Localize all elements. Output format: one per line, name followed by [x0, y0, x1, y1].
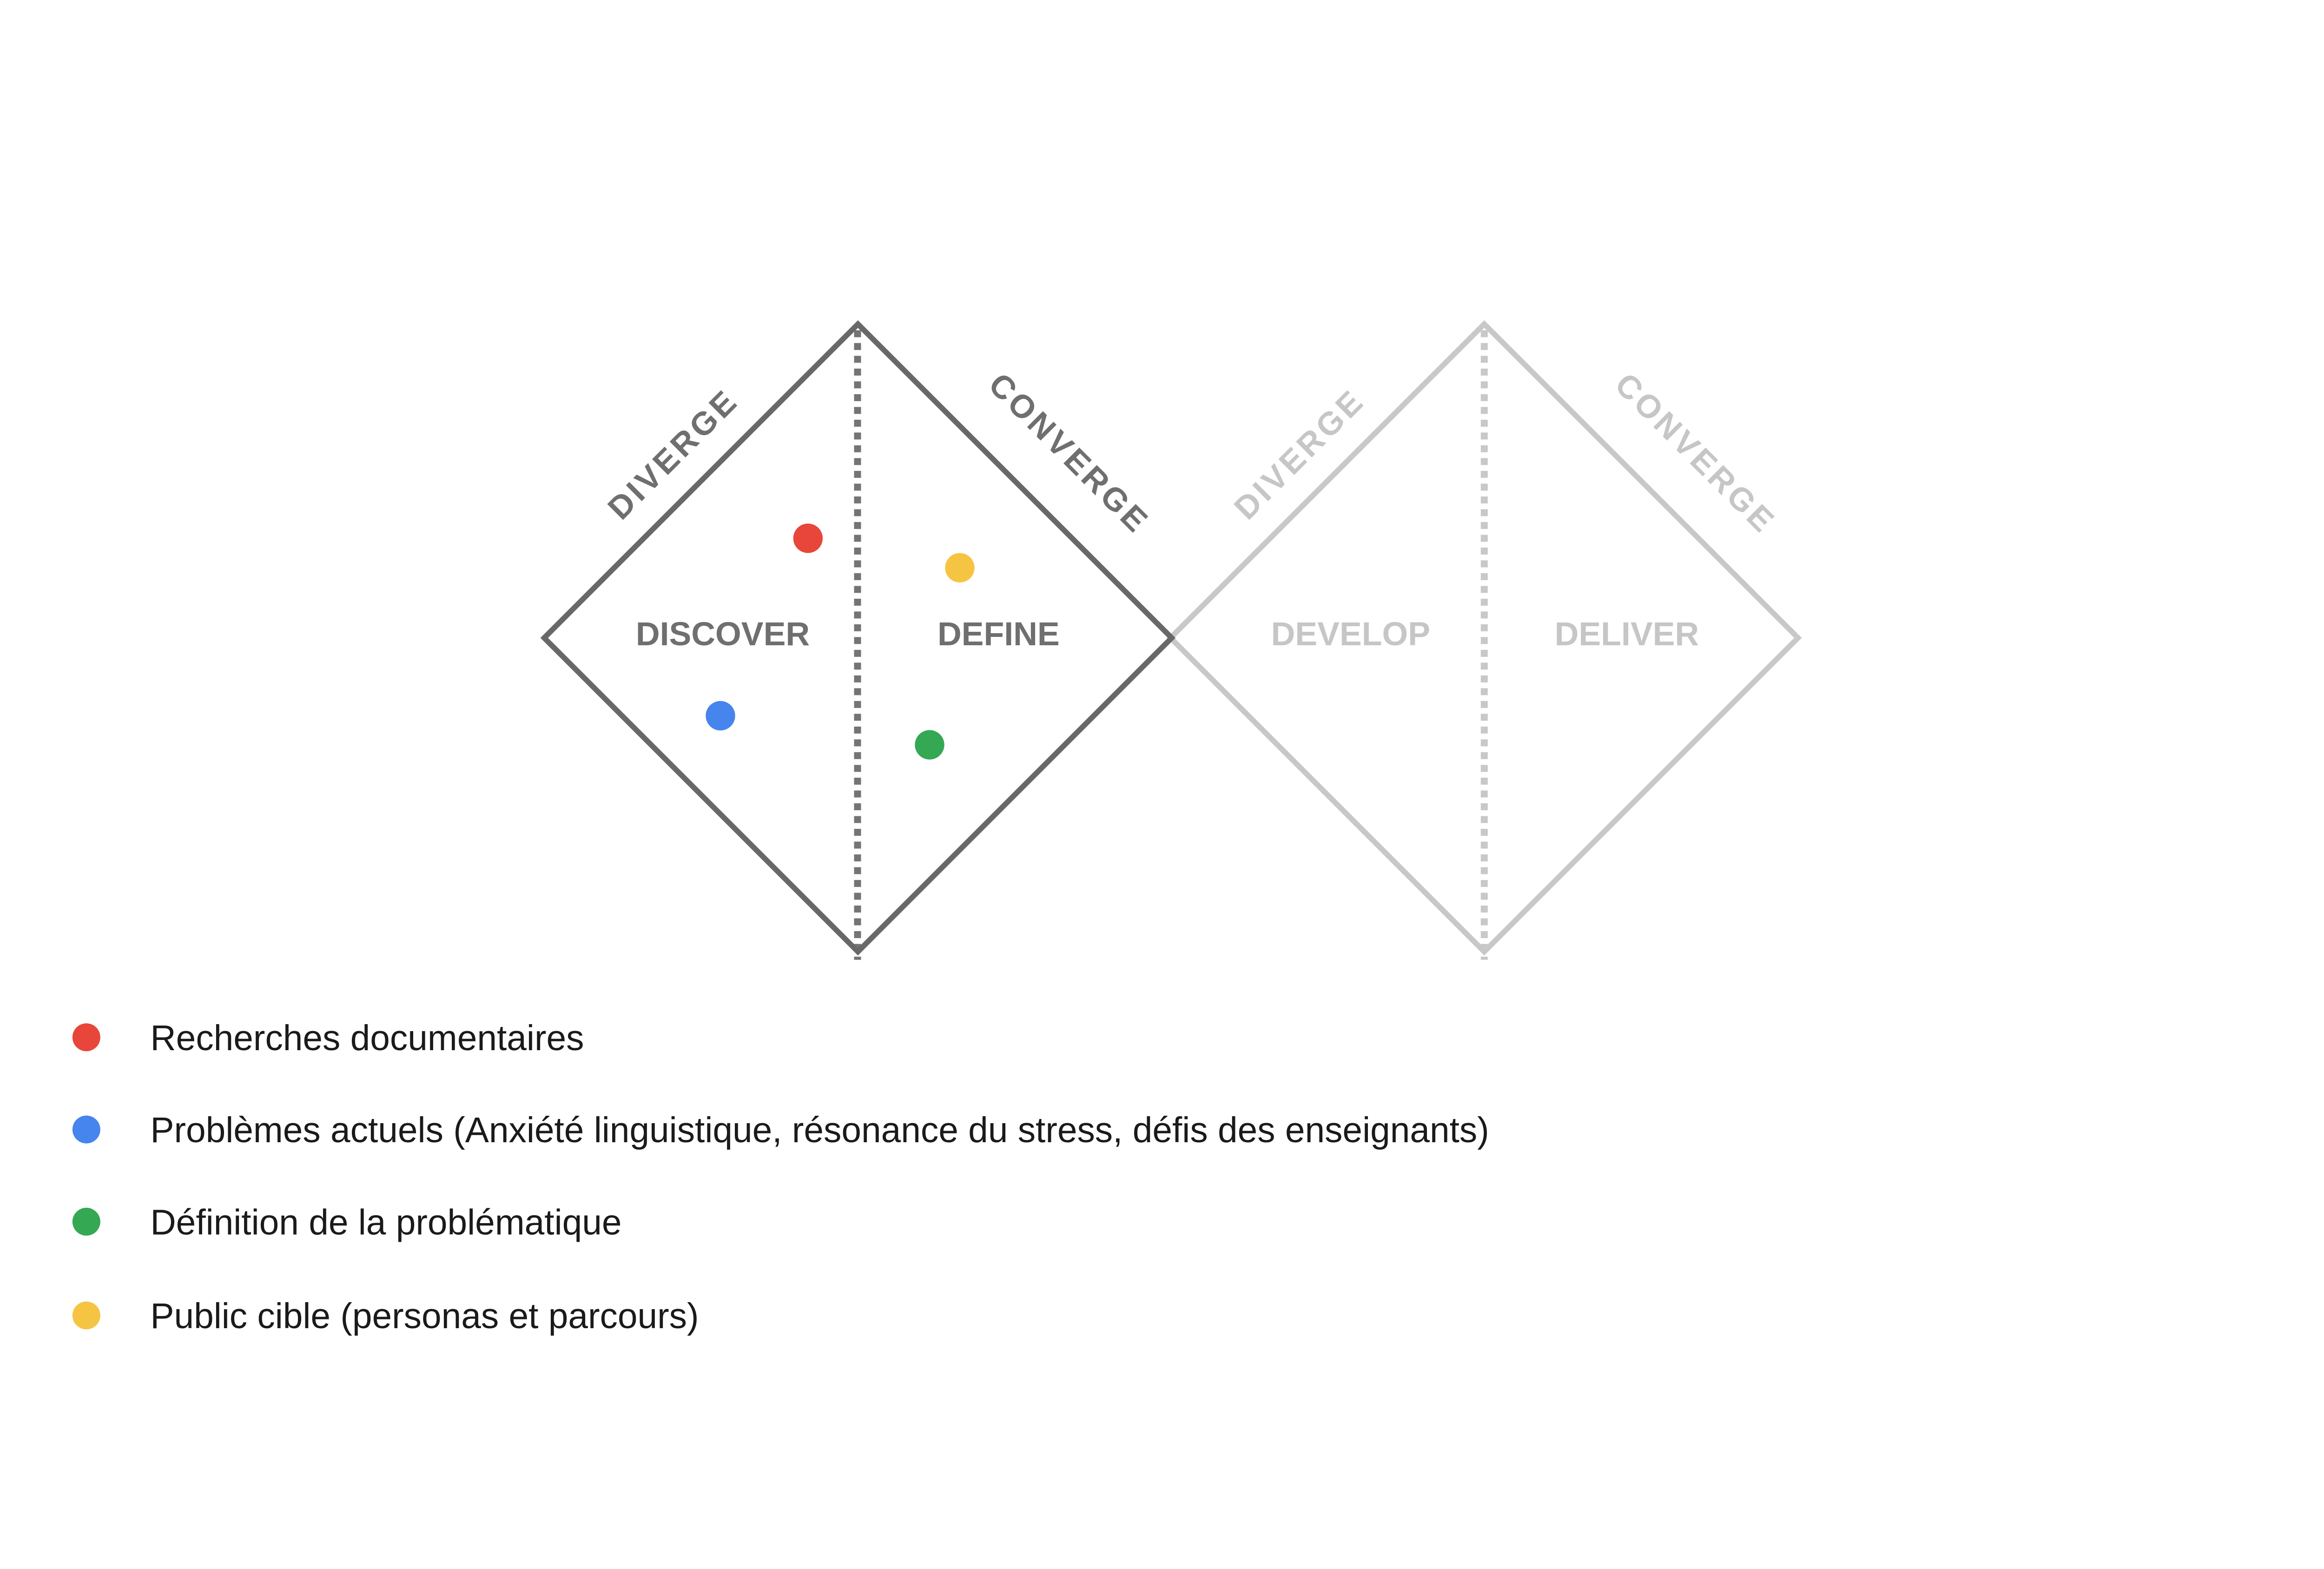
phase-discover-label: DISCOVER [636, 616, 810, 653]
legend-dot-red [72, 1023, 100, 1052]
left-diverge-label: DIVERGE [601, 382, 746, 526]
right-converge-label: CONVERGE [1608, 366, 1783, 541]
left-diamond: DIVERGE CONVERGE DISCOVER DEFINE [540, 320, 1176, 960]
legend-label-definition: Définition de la problématique [150, 1203, 621, 1242]
legend-label-problemes: Problèmes actuels (Anxiété linguistique,… [150, 1111, 1489, 1150]
left-converge-label: CONVERGE [982, 366, 1156, 541]
legend-item: Public cible (personas et parcours) [72, 1297, 699, 1336]
activity-dots [706, 523, 975, 760]
legend-dot-green [72, 1207, 100, 1236]
legend-dot-yellow [72, 1301, 100, 1330]
legend: Recherches documentaires Problèmes actue… [72, 1019, 1489, 1336]
right-diverge-label: DIVERGE [1227, 382, 1372, 526]
legend-label-recherches: Recherches documentaires [150, 1019, 584, 1058]
legend-item: Problèmes actuels (Anxiété linguistique,… [72, 1111, 1489, 1150]
legend-dot-blue [72, 1115, 100, 1144]
legend-item: Recherches documentaires [72, 1019, 584, 1058]
right-diamond-outline [1167, 320, 1802, 956]
legend-label-public-cible: Public cible (personas et parcours) [150, 1297, 699, 1336]
legend-item: Définition de la problématique [72, 1203, 622, 1242]
phase-develop-label: DEVELOP [1271, 616, 1430, 653]
left-diamond-outline [540, 320, 1176, 956]
dot-definition-problematique [915, 730, 944, 760]
dot-recherches-documentaires [793, 523, 823, 553]
dot-problemes-actuels [706, 701, 735, 731]
dot-public-cible [945, 553, 975, 583]
right-diamond: DIVERGE CONVERGE DEVELOP DELIVER [1167, 320, 1802, 960]
phase-deliver-label: DELIVER [1555, 616, 1699, 653]
phase-define-label: DEFINE [938, 616, 1060, 653]
